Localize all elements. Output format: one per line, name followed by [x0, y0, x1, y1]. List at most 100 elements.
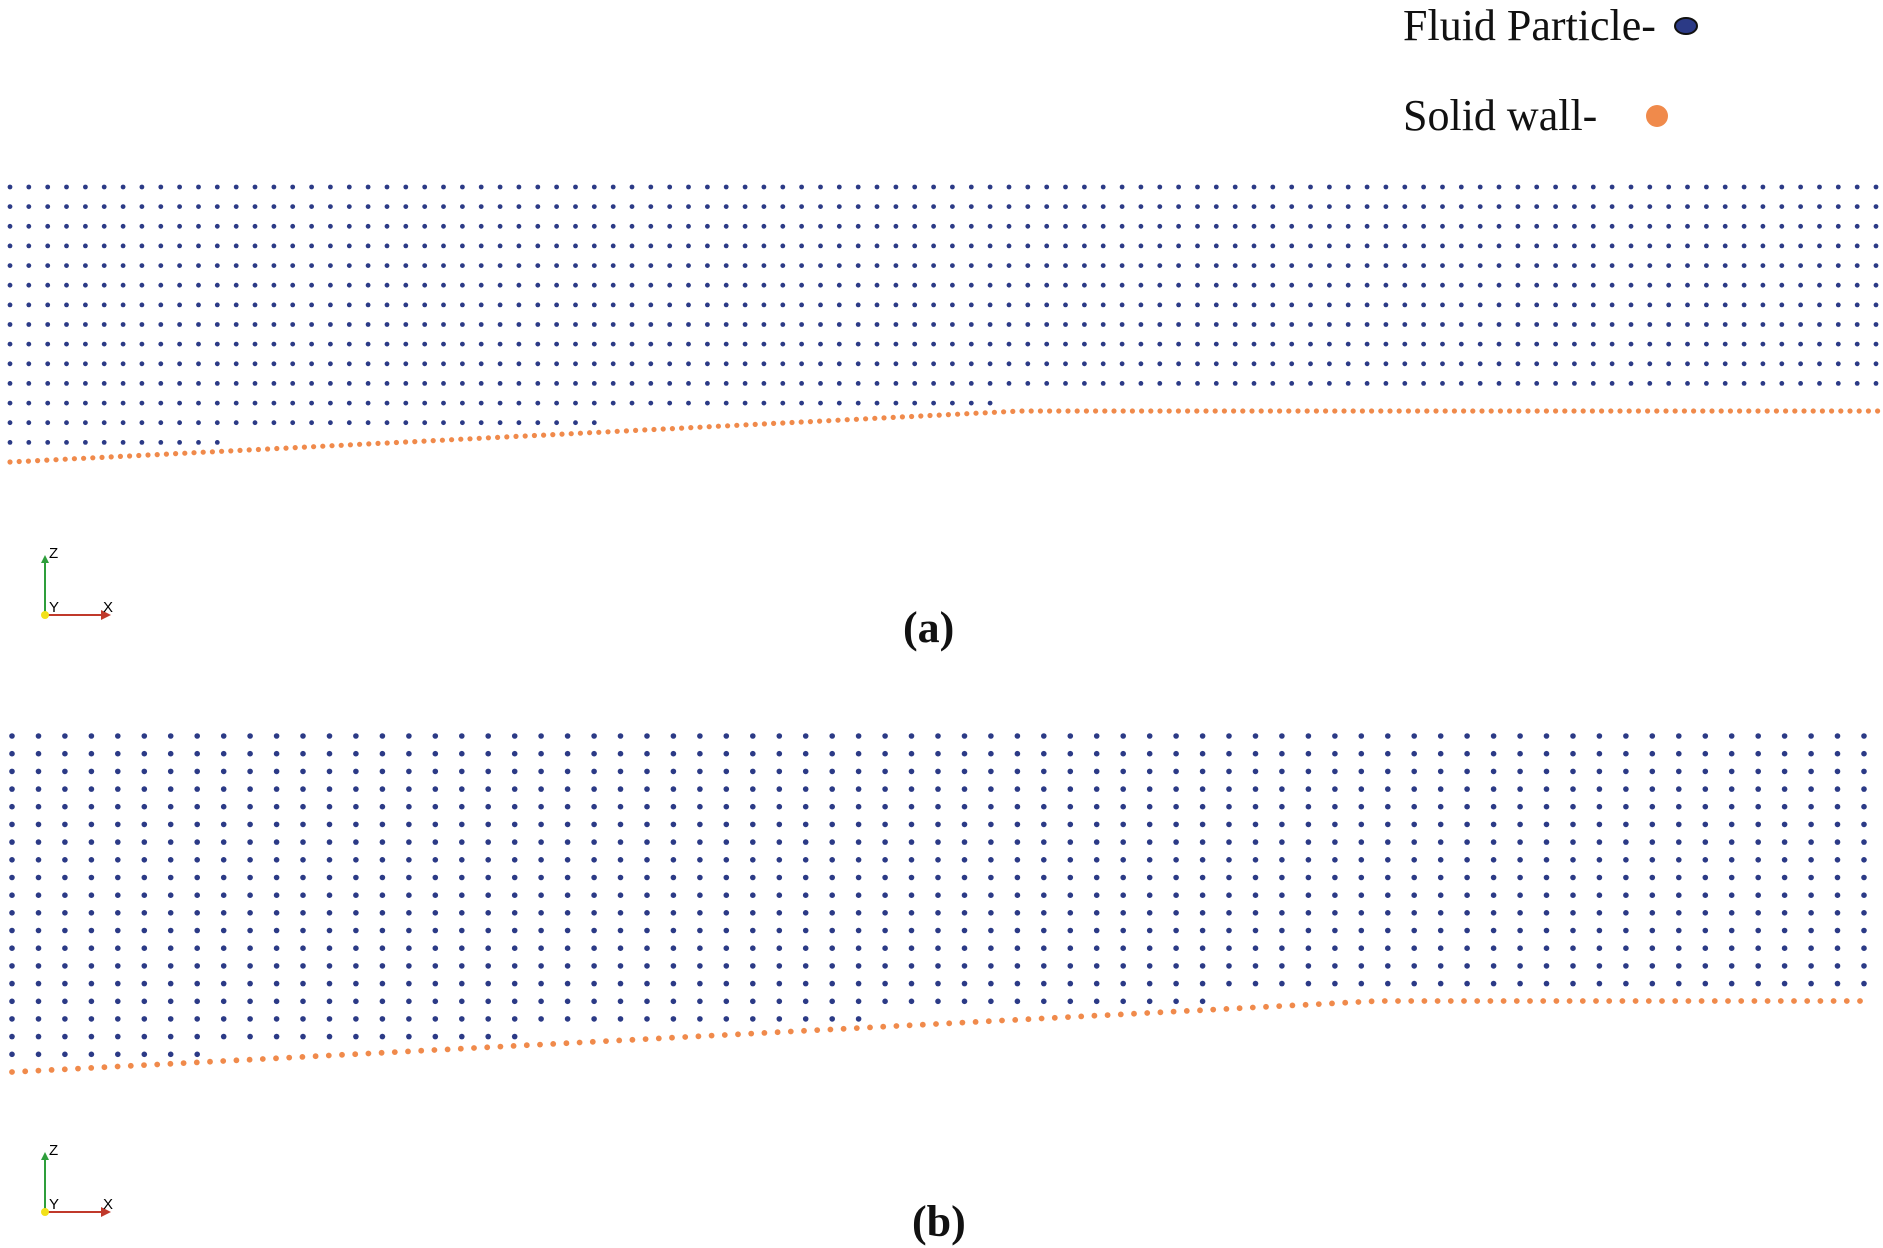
wall-particle	[237, 447, 243, 453]
fluid-particle	[1728, 750, 1735, 757]
wall-particle	[1415, 408, 1421, 414]
fluid-particle	[1741, 381, 1747, 386]
fluid-particle	[252, 282, 258, 288]
fluid-particle	[115, 998, 121, 1005]
fluid-particle	[1308, 381, 1313, 386]
fluid-particle	[460, 322, 465, 327]
fluid-particle	[1421, 361, 1426, 367]
fluid-particle	[1517, 963, 1523, 969]
fluid-particle	[742, 361, 748, 367]
fluid-particle	[115, 963, 121, 969]
fluid-particle	[686, 361, 691, 367]
wall-particle	[495, 434, 501, 440]
fluid-particle	[1543, 857, 1550, 863]
fluid-particle	[1572, 204, 1577, 210]
fluid-particle	[1411, 857, 1417, 863]
fluid-particle	[1854, 243, 1860, 249]
wall-particle	[1792, 408, 1798, 414]
fluid-particle	[1649, 803, 1656, 810]
fluid-particle	[705, 302, 710, 308]
fluid-particle	[1609, 184, 1615, 190]
fluid-particle	[723, 263, 729, 268]
fluid-particle	[912, 322, 918, 327]
fluid-particle	[9, 874, 15, 881]
fluid-particle	[1596, 980, 1603, 987]
fluid-particle	[950, 223, 955, 229]
fluid-particle	[1195, 302, 1200, 308]
fluid-particle	[1570, 892, 1576, 898]
fluid-particle	[723, 733, 730, 739]
fluid-particle	[1440, 341, 1445, 347]
fluid-particle	[35, 1051, 42, 1058]
fluid-particle	[874, 341, 880, 347]
fluid-particle	[742, 322, 748, 327]
fluid-particle	[1025, 204, 1031, 210]
fluid-particle	[9, 803, 15, 810]
fluid-particle	[1063, 322, 1068, 327]
fluid-particle	[1437, 750, 1444, 757]
fluid-particle	[115, 927, 121, 934]
fluid-particle	[441, 381, 446, 386]
fluid-particle	[26, 282, 32, 288]
fluid-particle	[9, 1051, 15, 1058]
fluid-particle	[1014, 733, 1021, 739]
fluid-particle	[1279, 945, 1285, 951]
fluid-particle	[935, 963, 941, 969]
fluid-particle	[1402, 302, 1408, 308]
fluid-particle	[723, 839, 730, 845]
fluid-particle	[1590, 184, 1596, 190]
wall-particle	[1286, 408, 1292, 414]
fluid-particle	[591, 980, 597, 987]
fluid-particle	[776, 998, 783, 1005]
fluid-particle	[987, 282, 993, 288]
fluid-particle	[459, 874, 465, 881]
wall-particle	[1571, 408, 1577, 414]
fluid-particle	[1279, 839, 1285, 845]
fluid-particle	[460, 282, 465, 288]
fluid-particle	[83, 223, 88, 229]
fluid-particle	[629, 400, 635, 406]
fluid-particle	[1728, 786, 1735, 792]
wall-particle	[1589, 408, 1595, 414]
fluid-particle	[273, 910, 280, 916]
wall-particle	[1001, 409, 1007, 415]
wall-particle	[101, 1064, 108, 1071]
fluid-particle	[365, 223, 371, 229]
fluid-particle	[141, 927, 148, 934]
fluid-particle	[88, 998, 95, 1005]
fluid-particle	[644, 821, 650, 828]
fluid-particle	[1345, 204, 1351, 210]
fluid-particle	[1402, 282, 1408, 288]
fluid-particle	[1251, 243, 1257, 249]
fluid-particle	[1676, 910, 1682, 916]
fluid-particle	[1490, 786, 1497, 792]
fluid-particle	[1728, 821, 1735, 828]
fluid-particle	[961, 750, 968, 757]
fluid-particle	[617, 768, 624, 775]
fluid-particle	[422, 400, 428, 406]
fluid-particle	[1067, 803, 1074, 810]
wall-particle	[660, 426, 666, 432]
fluid-particle	[1173, 874, 1179, 881]
wall-particle	[523, 1042, 530, 1049]
fluid-particle	[1358, 786, 1365, 792]
fluid-particle	[1741, 322, 1747, 327]
fluid-particle	[516, 204, 522, 210]
fluid-particle	[1760, 302, 1766, 308]
fluid-particle	[441, 223, 446, 229]
fluid-particle	[1402, 381, 1408, 386]
wall-particle	[1350, 408, 1356, 414]
fluid-particle	[1517, 821, 1523, 828]
wall-particle	[1725, 998, 1731, 1004]
fluid-particle	[802, 786, 809, 792]
fluid-particle	[460, 361, 465, 367]
fluid-particle	[1861, 786, 1867, 792]
z-axis-arrow-icon	[41, 1152, 49, 1160]
fluid-particle	[459, 998, 465, 1005]
fluid-particle	[1332, 821, 1338, 828]
fluid-particle	[950, 381, 955, 386]
fluid-particle	[353, 803, 359, 810]
fluid-particle	[968, 322, 974, 327]
fluid-particle	[1496, 204, 1502, 210]
fluid-particle	[761, 341, 767, 347]
